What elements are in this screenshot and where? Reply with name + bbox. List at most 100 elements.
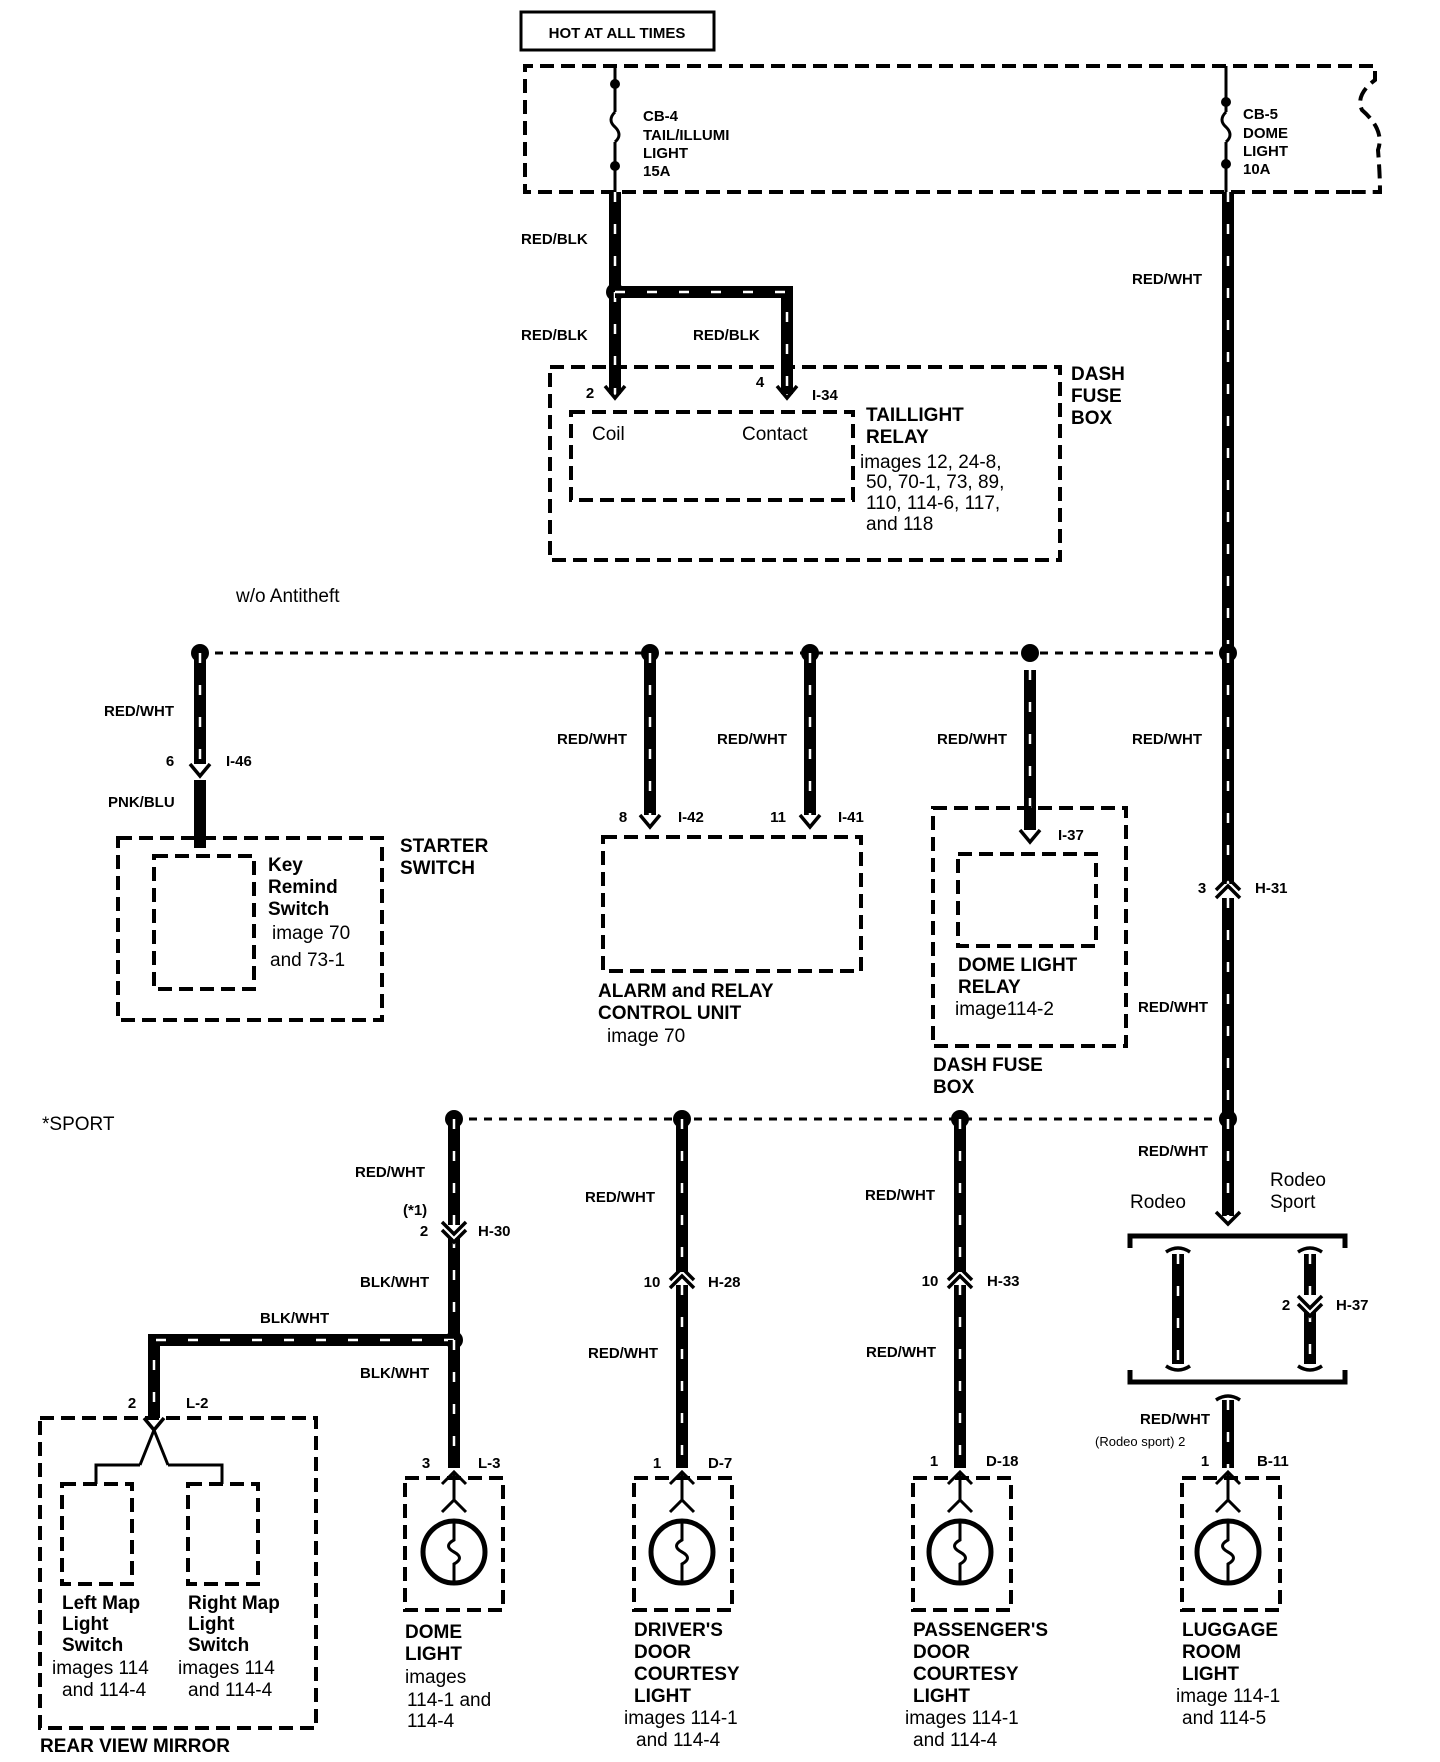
diagram-label: PNK/BLU [108,794,175,811]
diagram-label: RED/WHT [104,703,174,720]
wire-luggage-light [1215,1394,1241,1468]
connector-rodeo-junction [1214,1210,1242,1227]
diagram-label: DASH FUSE [933,1055,1043,1076]
diagram-label: image114-2 [955,999,1054,1020]
connector-h37 [1296,1294,1324,1319]
rear-view-mirror-label: REAR VIEW MIRROR [40,1736,230,1757]
diagram-label: 10A [1243,161,1271,178]
diagram-label: images 12, 24-8, [860,452,1002,473]
diagram-label: and 114-4 [62,1680,147,1701]
diagram-label: Left Map [62,1593,140,1614]
diagram-label: I-34 [812,387,839,404]
diagram-label: Switch [188,1635,249,1656]
luggage-room-light-box [1180,1476,1282,1612]
diagram-label: 1 [653,1455,661,1472]
diagram-label: DASH [1071,364,1125,385]
splice-mid-4 [1021,644,1039,662]
diagram-label: I-41 [838,809,864,826]
diagram-label: Coil [592,424,625,445]
diagram-label: CB-4 [643,108,679,125]
diagram-label: LUGGAGE [1182,1620,1278,1641]
diagram-label: DOOR [913,1642,970,1663]
diagram-label: FUSE [1071,386,1122,407]
diagram-label: RED/WHT [1140,1411,1210,1428]
taillight-relay-box [569,410,855,502]
diagram-label: DOME [1243,125,1288,142]
diagram-label: RED/BLK [521,327,588,344]
diagram-label: BLK/WHT [360,1274,429,1291]
diagram-label: 3 [422,1455,430,1472]
diagram-label: I-46 [226,753,252,770]
diagram-label: image 70 [272,923,350,944]
connector-h31 [1214,875,1242,900]
diagram-label: RED/WHT [865,1187,935,1204]
diagram-label: (Rodeo sport) 2 [1095,1434,1185,1449]
diagram-label: STARTER [400,836,489,857]
connector-i34-pin4 [775,384,799,401]
connector-h28 [668,1265,696,1290]
diagram-label: image 114-1 [1176,1686,1280,1707]
diagram-label: L-2 [186,1395,209,1412]
wire-rodeo-sport-variant [1297,1246,1323,1372]
connector-i34-pin2 [603,384,627,401]
diagram-label: and 118 [866,514,933,535]
fuse-cb5: CB-5 DOME LIGHT 10A [1220,66,1288,192]
connector-i41 [798,813,822,830]
diagram-label: Light [188,1614,235,1635]
diagram-label: BLK/WHT [260,1310,329,1327]
wire-rodeo-variant [1165,1246,1191,1372]
diagram-label: I-42 [678,809,704,826]
diagram-label: H-31 [1255,880,1288,897]
diagram-label: Sport [1270,1192,1316,1213]
under-hood-fuse-box-outline [523,64,1383,195]
diagram-label: RED/WHT [1138,999,1208,1016]
diagram-label: images 114-1 [624,1708,738,1729]
diagram-label: LIGHT [634,1686,691,1707]
key-remind-switch-box [152,854,256,991]
diagram-label: Contact [742,424,808,445]
diagram-label: (*1) [403,1202,427,1219]
wire-red-blk-contact [615,286,793,394]
rodeo-variant-bracket-bottom [1127,1370,1348,1385]
diagram-label: RED/WHT [1138,1143,1208,1160]
rear-view-mirror-box [38,1416,318,1730]
connector-h33 [946,1265,974,1290]
diagram-label: images 114 [52,1658,149,1679]
diagram-label: D-7 [708,1455,732,1472]
connector-i46 [188,762,212,779]
diagram-label: PASSENGER'S [913,1620,1048,1641]
connector-h30 [440,1220,468,1245]
diagram-label: RED/BLK [521,231,588,248]
passengers-light-bulb [926,1469,994,1586]
diagram-label: 2 [128,1395,136,1412]
diagram-label: I-37 [1058,827,1084,844]
diagram-label: and 114-4 [913,1730,998,1751]
diagram-label: 1 [930,1453,938,1470]
diagram-label: RED/WHT [355,1164,425,1181]
diagram-label: images 114 [178,1658,275,1679]
diagram-label: RED/WHT [1132,731,1202,748]
diagram-label: LIGHT [1243,143,1288,160]
diagram-label: DOME LIGHT [958,955,1078,976]
diagram-label: D-18 [986,1453,1019,1470]
diagram-label: CONTROL UNIT [598,1003,742,1024]
diagram-label: Light [62,1614,109,1635]
diagram-label: ALARM and RELAY [598,981,774,1002]
diagram-label: DRIVER'S [634,1620,723,1641]
dome-relay-dash-fuse-box [931,806,1128,1048]
drivers-light-bulb [648,1469,716,1586]
diagram-label: Switch [268,899,329,920]
diagram-label: H-33 [987,1273,1020,1290]
diagram-label: RELAY [866,427,929,448]
diagram-label: LIGHT [643,145,688,162]
diagram-label: SWITCH [400,858,475,879]
wire-blk-wht-mirror [148,1334,454,1418]
diagram-label: H-37 [1336,1297,1369,1314]
diagram-label: DOOR [634,1642,691,1663]
connector-i42 [638,813,662,830]
diagram-label: and 114-5 [1182,1708,1266,1729]
diagram-label: BOX [933,1077,975,1098]
diagram-label: BOX [1071,408,1113,429]
diagram-label: LIGHT [1182,1664,1239,1685]
sport-note: *SPORT [42,1114,115,1135]
